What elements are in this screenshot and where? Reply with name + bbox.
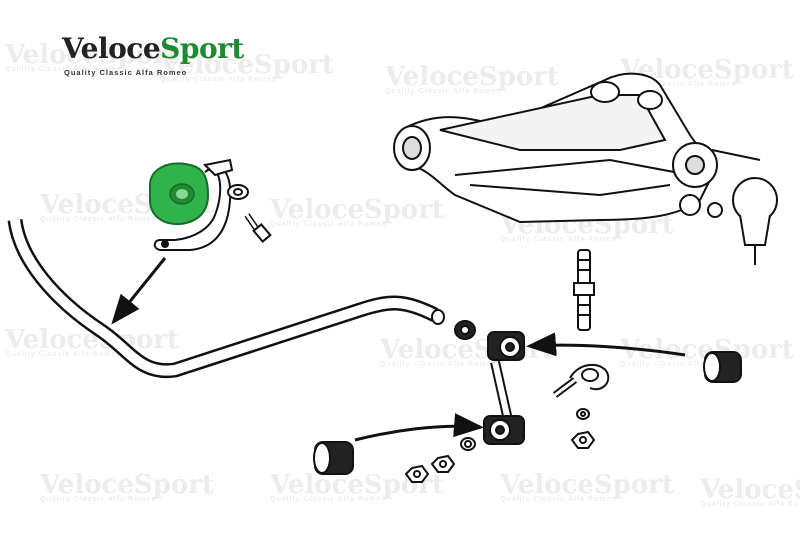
- anti-roll-bar: [7, 218, 445, 379]
- assembly-arrow: [111, 257, 686, 442]
- logo-wordmark: VeloceSport: [62, 32, 244, 65]
- brand-logo: VeloceSport Quality Classic Alfa Romeo: [62, 28, 244, 78]
- ball-joint: [732, 177, 778, 265]
- washer: [454, 320, 476, 340]
- stud: [573, 249, 595, 331]
- nut: [404, 430, 596, 483]
- link-bushing: [313, 351, 742, 475]
- logo-tagline: Quality Classic Alfa Romeo: [64, 68, 188, 77]
- washer: [227, 184, 249, 200]
- ball-joint: [552, 363, 610, 398]
- bar-mount-bushing: [149, 162, 210, 226]
- washer: [460, 408, 590, 451]
- mount-clamp-bracket: [153, 158, 234, 251]
- drop-link: [483, 331, 525, 445]
- lower-wishbone: [393, 72, 761, 224]
- bolt: [244, 213, 272, 243]
